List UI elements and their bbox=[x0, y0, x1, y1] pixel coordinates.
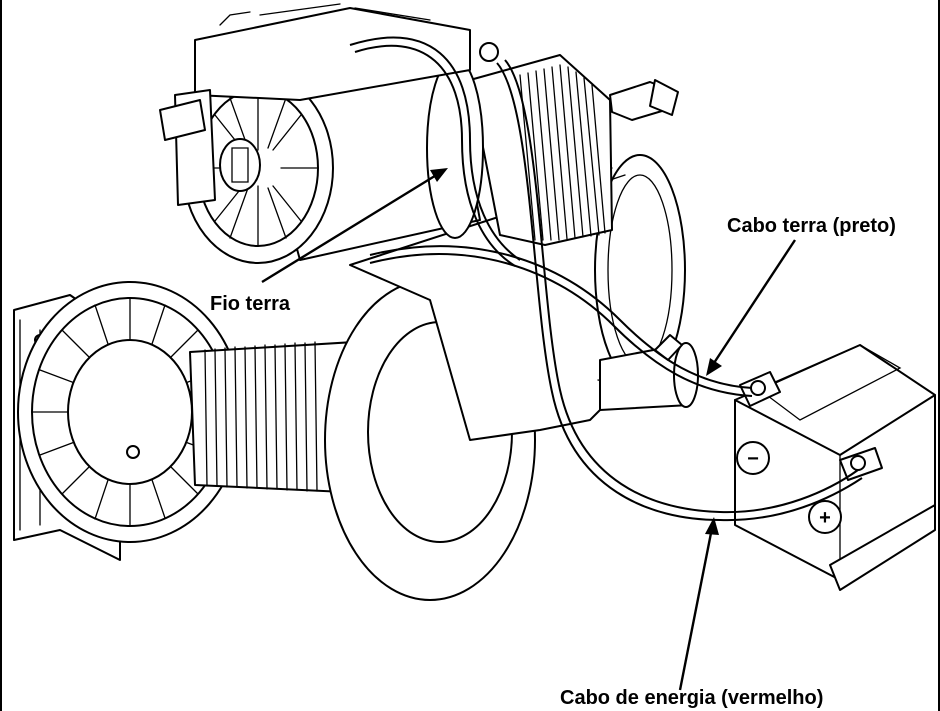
cable-reel bbox=[13, 281, 445, 561]
ground-wire-arrow bbox=[261, 168, 448, 284]
battery: − + bbox=[734, 344, 936, 591]
motor-endcap-ribs bbox=[197, 89, 319, 247]
ground-cable-arrow bbox=[706, 239, 797, 376]
negative-terminal bbox=[739, 371, 781, 407]
callouts bbox=[261, 168, 797, 691]
ground-wire-label: Fio terra bbox=[210, 293, 291, 315]
power-cable-path bbox=[504, 59, 859, 514]
ground-wire-path bbox=[349, 36, 521, 261]
drum-ribs bbox=[204, 341, 318, 492]
positive-symbol: + bbox=[819, 507, 831, 529]
engine-body bbox=[159, 3, 699, 601]
power-cable-arrow bbox=[678, 517, 719, 691]
positive-terminal bbox=[839, 447, 883, 481]
negative-symbol: − bbox=[747, 448, 759, 470]
cooling-fins bbox=[519, 64, 606, 241]
ground-cable-path bbox=[369, 245, 753, 389]
ground-cable-label: Cabo terra (preto) bbox=[727, 215, 896, 237]
positive-symbol-circle bbox=[808, 500, 842, 534]
cables bbox=[349, 36, 863, 522]
power-cable-label: Cabo de energia (vermelho) bbox=[560, 687, 823, 709]
negative-symbol-circle bbox=[736, 441, 770, 475]
